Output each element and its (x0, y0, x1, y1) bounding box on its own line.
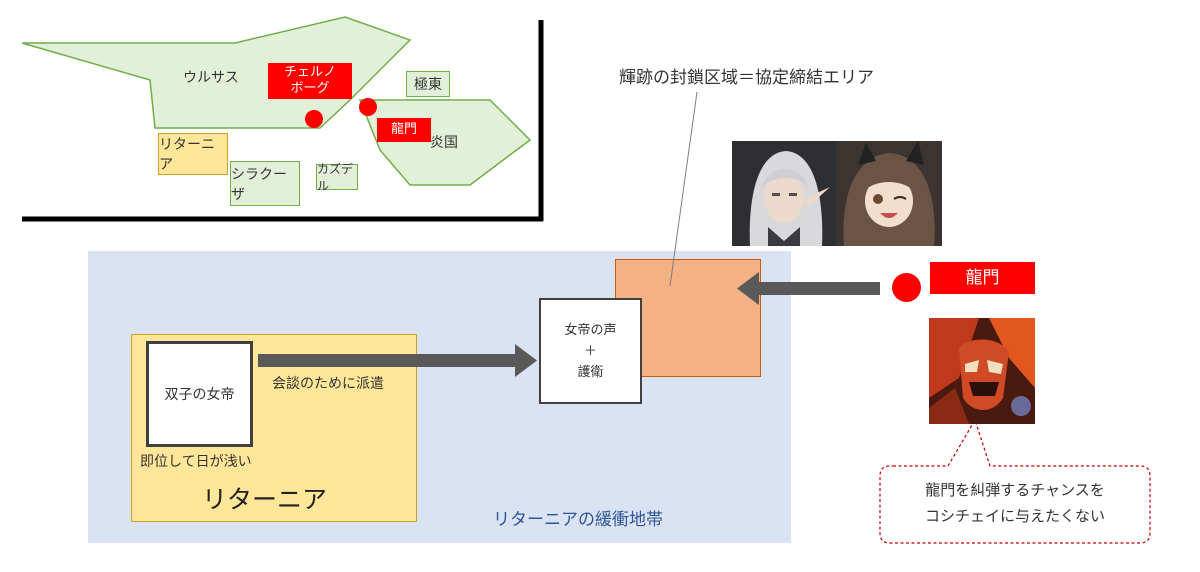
buffer-zone-label: リターニアの緩衝地帯 (493, 510, 663, 530)
enkoku-label: 炎国 (430, 135, 458, 151)
leithanien-map-box: リターニア (158, 133, 228, 175)
lungmen-location-dot (359, 98, 377, 116)
lungmen-arrow-shaft (757, 282, 880, 295)
dispatch-arrow-head (515, 344, 537, 377)
lungmen-map-tag: 龍門 (377, 118, 431, 142)
twin-empress-box: 双子の女帝 (146, 341, 253, 447)
siracusa-box: シラクーザ (230, 161, 300, 206)
ursus-territory (21, 16, 412, 129)
envoy-label: 女帝の声 ＋ 護衛 (564, 322, 617, 380)
kyokuto-box: 極東 (406, 71, 450, 97)
chernobog-location-dot (305, 110, 323, 128)
dispatch-label: 会談のために派遣 (272, 376, 384, 392)
white-haired-man-portrait-icon (732, 141, 836, 246)
ursus-label: ウルサス (183, 70, 239, 86)
lungmen-marker-dot (892, 273, 921, 302)
envoy-box: 女帝の声 ＋ 護衛 (539, 298, 642, 404)
speech-bubble-text: 龍門を糾弾するチャンスを コシチェイに与えたくない (924, 481, 1105, 525)
enthroned-note: 即位して日が浅い (140, 454, 252, 470)
lungmen-tag: 龍門 (930, 262, 1035, 294)
dispatch-arrow-shaft (258, 354, 517, 367)
leithanien-title: リターニア (202, 485, 328, 514)
chernobog-tag: チェルノ ボーグ (268, 63, 352, 99)
twin-empress-label: 双子の女帝 (164, 387, 235, 403)
speech-bubble-shape (879, 418, 1151, 544)
lungmen-arrow-head (737, 272, 759, 305)
callout-top-label: 輝跡の封鎖区域＝協定締結エリア (619, 68, 874, 88)
red-masked-figure-portrait-icon (929, 318, 1035, 424)
kazdel-box: カズデル (316, 162, 358, 193)
callout-leader-line (669, 91, 698, 287)
smiling-girl-portrait-icon (836, 141, 942, 246)
